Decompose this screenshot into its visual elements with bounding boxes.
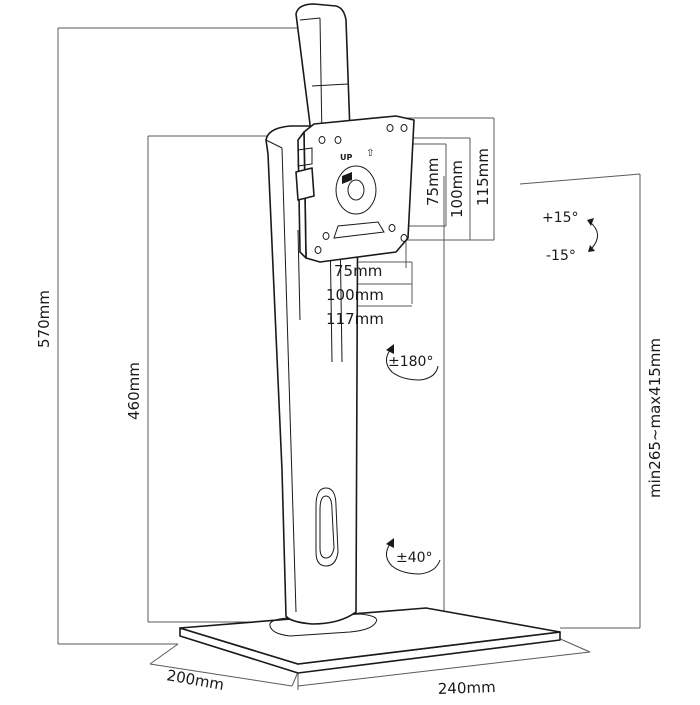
cable-hole-inner bbox=[319, 495, 335, 559]
swivel-arrow-head bbox=[386, 538, 394, 548]
screw-hole-bl-inner bbox=[322, 232, 330, 240]
rotate-arrow-head bbox=[386, 344, 394, 354]
screw-hole-tr-outer bbox=[400, 124, 408, 132]
swivel-indicator: ±40° bbox=[386, 538, 441, 575]
curved-arrow-icon bbox=[589, 221, 598, 249]
base-depth-line bbox=[149, 663, 293, 687]
rotate-arrow-icon bbox=[386, 349, 439, 381]
screw-hole-br-inner bbox=[388, 224, 396, 232]
stand-base bbox=[179, 607, 561, 674]
tilt-bracket bbox=[295, 167, 315, 201]
screw-hole-tl-outer bbox=[318, 136, 326, 144]
screw-hole-tr-inner bbox=[386, 124, 394, 132]
base-width-label: 240mm bbox=[438, 678, 496, 698]
arm-front-edge bbox=[319, 17, 323, 139]
vesa-h-75-label: 75mm bbox=[334, 262, 382, 280]
rotate-indicator: ±180° bbox=[386, 344, 439, 381]
upper-arm bbox=[295, 3, 351, 141]
tilt-clip bbox=[297, 147, 313, 167]
cable-hole-outer bbox=[315, 487, 339, 567]
depth-extension-a bbox=[149, 643, 179, 665]
tilt-arrow-head-top bbox=[587, 218, 594, 226]
screw-hole-bl-outer bbox=[314, 246, 322, 254]
base-plate-top bbox=[179, 607, 561, 665]
vesa-plate: UP ⇧ bbox=[295, 115, 415, 263]
vesa-v-115-label: 115mm bbox=[474, 148, 492, 206]
pole-height-label: 460mm bbox=[125, 362, 143, 420]
tilt-up-label: +15° bbox=[542, 210, 579, 226]
tilt-arrow-head-bottom bbox=[588, 245, 595, 252]
vesa-h-100-label: 100mm bbox=[326, 286, 384, 304]
arm-body bbox=[295, 3, 351, 141]
swivel-label: ±40° bbox=[396, 550, 433, 566]
pole-slot-a bbox=[297, 229, 301, 321]
dimension-lines bbox=[57, 27, 641, 690]
depth-extension-b bbox=[291, 671, 299, 687]
tilt-down-label: -15° bbox=[546, 248, 576, 264]
plate-up-label: UP bbox=[340, 153, 352, 162]
plate-cutout bbox=[333, 221, 385, 239]
total-height-label: 570mm bbox=[35, 290, 53, 348]
base-depth-label: 200mm bbox=[165, 666, 225, 694]
screw-hole-tl-inner bbox=[334, 136, 342, 144]
vesa-h-117-label: 117mm bbox=[326, 310, 384, 328]
base-width-line bbox=[297, 651, 591, 687]
height-range-label: min265~max415mm bbox=[646, 338, 664, 498]
range-top-extension bbox=[519, 173, 641, 185]
vesa-v-75-label: 75mm bbox=[424, 158, 442, 206]
center-hub-outer bbox=[335, 165, 377, 215]
rotate-label: ±180° bbox=[388, 354, 433, 370]
pole-edge-line bbox=[281, 147, 297, 613]
vesa-v-100-label: 100mm bbox=[448, 160, 466, 218]
width-extension-b bbox=[557, 637, 591, 653]
swivel-arrow-icon bbox=[386, 543, 441, 575]
center-hub-inner bbox=[347, 179, 365, 201]
hub-lock-mark bbox=[342, 172, 352, 184]
tilt-indicator: +15° -15° bbox=[542, 210, 598, 264]
plate-shape bbox=[303, 115, 415, 263]
screw-hole-br-outer bbox=[400, 234, 408, 242]
arm-segment-line bbox=[311, 83, 349, 87]
arm-top-edge bbox=[299, 17, 321, 21]
pole-top-edge bbox=[265, 139, 283, 149]
base-pole-collar bbox=[269, 613, 378, 637]
plate-up-arrow: ⇧ bbox=[366, 148, 374, 159]
